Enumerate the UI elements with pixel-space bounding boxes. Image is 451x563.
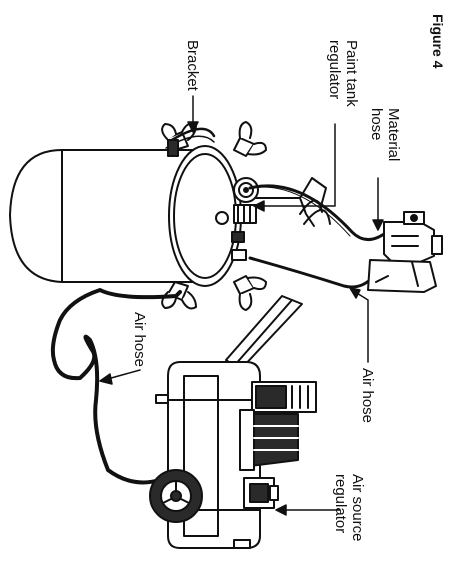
label-paint-tank-regulator-line1: Paint tank: [343, 40, 360, 107]
leader-paint-tank-regulator: [257, 123, 336, 207]
clamp-top-right: [233, 121, 267, 157]
label-material-hose-line2: hose: [368, 108, 385, 141]
gun-air-hose: [248, 256, 374, 289]
label-air-hose-bottom: Air hose: [131, 312, 148, 368]
air-compressor: [149, 295, 317, 549]
callout-leaders: [99, 95, 384, 516]
material-hose: [248, 184, 386, 241]
tank-lid: [168, 145, 242, 287]
label-bracket: Bracket: [184, 40, 201, 91]
label-material-hose-line1: Material: [385, 108, 402, 162]
figure-title: Figure 4: [430, 14, 446, 69]
label-air-source-regulator-line1: Air source: [349, 474, 366, 542]
air-supply-hose: [50, 288, 182, 485]
label-air-hose-top: Air hose: [359, 368, 376, 424]
label-air-source-regulator-line2: regulator: [332, 474, 349, 534]
tank-bracket: [165, 127, 216, 157]
spray-gun: [367, 211, 443, 293]
clamp-bottom-right: [233, 275, 267, 311]
label-paint-tank-regulator-line2: regulator: [326, 40, 343, 100]
leader-air-hose-top: [351, 289, 369, 363]
